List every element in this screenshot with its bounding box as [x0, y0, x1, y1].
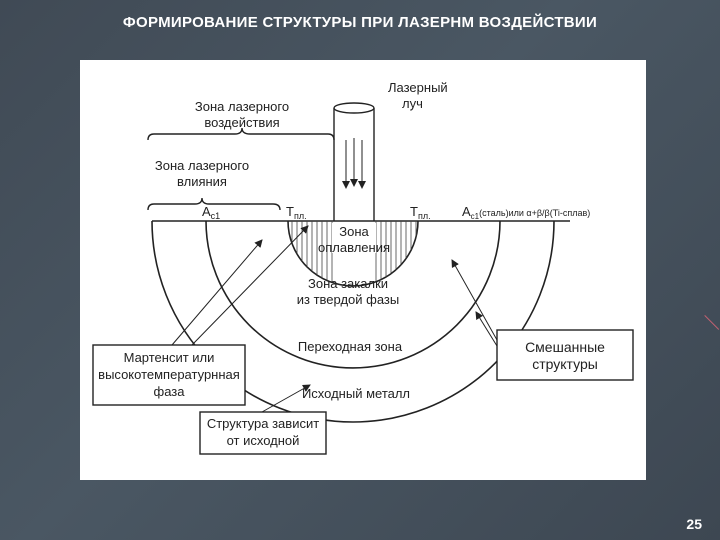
laser-beam — [333, 102, 375, 221]
influence-zone-label-line2: влияния — [177, 174, 227, 189]
page-number: 25 — [686, 516, 702, 532]
martensite-box-line3: фаза — [154, 384, 186, 399]
mixed-structures-box — [496, 329, 634, 381]
diagram-panel: Лазерный луч Зона лазерного воздействия … — [80, 60, 646, 480]
influence-zone-brace — [147, 197, 281, 211]
tpl-right-label: Tпл. — [410, 204, 431, 221]
influence-zone-label-line1: Зона лазерного — [155, 158, 249, 173]
hardening-zone-label-line2: из твердой фазы — [297, 292, 399, 307]
hardening-zone-label-line1: Зона закалки — [308, 276, 388, 291]
slide-title: ФОРМИРОВАНИЕ СТРУКТУРЫ ПРИ ЛАЗЕРНМ ВОЗДЕ… — [122, 14, 598, 31]
structure-box-line2: от исходной — [227, 433, 300, 448]
leader-arrows — [171, 225, 498, 413]
mixed-box-line2: структуры — [532, 356, 598, 372]
tpl-left-label: Tпл. — [286, 204, 307, 221]
outer-zone-arc — [151, 220, 555, 423]
laser-zones-diagram: Лазерный луч Зона лазерного воздействия … — [92, 80, 634, 455]
laser-beam-label-line1: Лазерный — [388, 80, 448, 95]
martensite-box-line2: высокотемпературнная — [98, 367, 240, 382]
base-metal-label: Исходный металл — [302, 386, 410, 401]
transition-zone-arc — [205, 220, 501, 369]
structure-depends-box — [199, 411, 327, 455]
transition-zone-label: Переходная зона — [298, 339, 403, 354]
laser-beam-label-line2: луч — [402, 96, 423, 111]
ac1-right-label: Ac1(сталь)или α+β/β(Ti-сплав) — [462, 204, 590, 221]
martensite-box-line1: Мартенсит или — [124, 350, 215, 365]
ac1-left-label: Ac1 — [202, 204, 220, 221]
structure-box-line1: Структура зависит — [207, 416, 319, 431]
martensite-box — [92, 344, 246, 406]
impact-zone-label-line2: воздействия — [204, 115, 279, 130]
impact-zone-label-line1: Зона лазерного — [195, 99, 289, 114]
melt-zone-label-line2: оплавления — [318, 240, 390, 255]
melt-zone-hatching — [291, 221, 417, 286]
impact-zone-brace — [147, 127, 335, 141]
decorative-line — [704, 315, 720, 330]
melt-zone-label-line1: Зона — [339, 224, 369, 239]
mixed-box-line1: Смешанные — [525, 339, 605, 355]
